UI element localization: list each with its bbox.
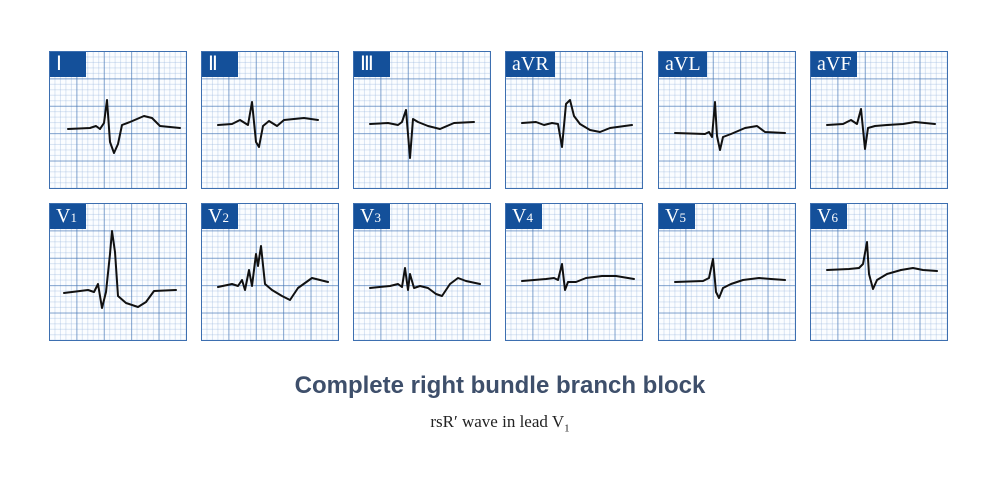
ecg-panel-V2: V2 [201, 203, 339, 341]
ecg-panel-V4: V4 [505, 203, 643, 341]
ecg-panel-V5: V5 [658, 203, 796, 341]
lead-label: V5 [659, 204, 695, 229]
lead-label: V6 [811, 204, 847, 229]
lead-label: V3 [354, 204, 390, 229]
ecg-trace [826, 108, 936, 150]
ecg-panel-II: Ⅱ [201, 51, 339, 189]
ecg-trace [63, 230, 177, 309]
lead-label: Ⅲ [354, 52, 390, 77]
ecg-panel-aVL: aVL [658, 51, 796, 189]
ecg-trace [369, 109, 475, 159]
lead-label: Ⅰ [50, 52, 86, 77]
lead-label: V4 [506, 204, 542, 229]
ecg-panel-III: Ⅲ [353, 51, 491, 189]
lead-label: Ⅱ [202, 52, 238, 77]
ecg-panel-aVR: aVR [505, 51, 643, 189]
ecg-panel-aVF: aVF [810, 51, 948, 189]
lead-label: aVL [659, 52, 707, 77]
ecg-trace [369, 267, 481, 297]
ecg-trace [521, 99, 633, 148]
lead-label: aVF [811, 52, 858, 77]
ecg-panel-V1: V1 [49, 203, 187, 341]
ecg-trace [217, 245, 329, 301]
ecg-trace [674, 258, 786, 299]
ecg-trace [674, 101, 786, 151]
ecg-panel-V3: V3 [353, 203, 491, 341]
figure-title: Complete right bundle branch block [294, 372, 706, 399]
ecg-panel-I: Ⅰ [49, 51, 187, 189]
figure-subtitle: rsR′ wave in lead V1 [430, 412, 570, 435]
ecg-panel-V6: V6 [810, 203, 948, 341]
lead-label: V2 [202, 204, 238, 229]
lead-label: aVR [506, 52, 555, 77]
ecg-trace [67, 99, 181, 154]
ecg-trace [521, 263, 635, 291]
ecg-trace [826, 241, 938, 290]
ecg-trace [217, 101, 319, 148]
lead-label: V1 [50, 204, 86, 229]
